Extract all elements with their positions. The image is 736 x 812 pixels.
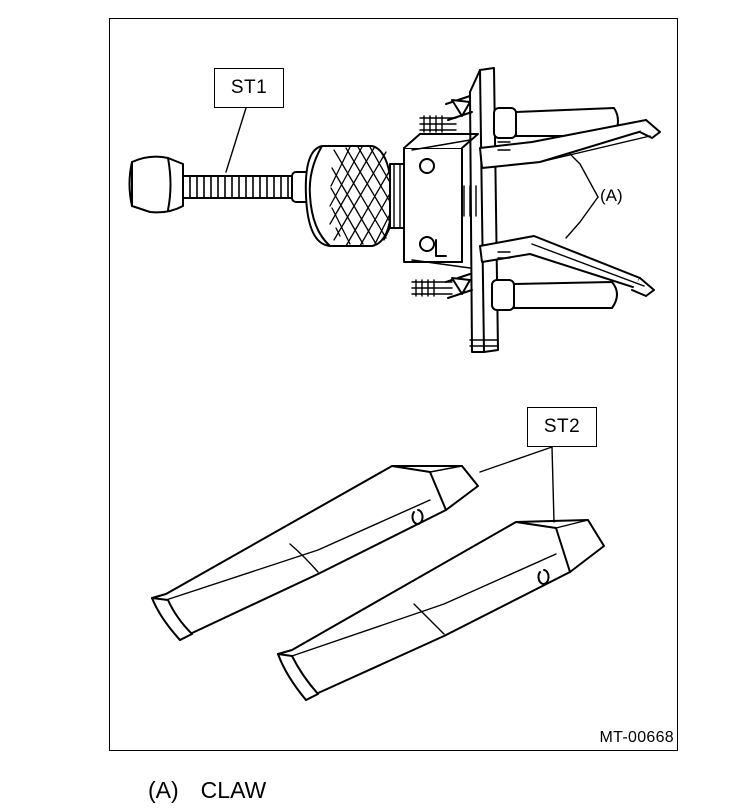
callout-st1: ST1 — [214, 68, 284, 108]
figure-frame — [109, 18, 678, 751]
legend-key: (A) — [148, 777, 179, 803]
legend: (A) CLAW — [148, 777, 266, 804]
legend-text: CLAW — [200, 777, 267, 803]
leader-lines — [225, 107, 599, 523]
callout-claw: (A) — [600, 186, 623, 205]
puller-st1 — [128, 67, 661, 353]
figure-id: MT-00668 — [599, 729, 674, 746]
callout-st2: ST2 — [527, 407, 597, 447]
claws-st2 — [151, 465, 605, 701]
